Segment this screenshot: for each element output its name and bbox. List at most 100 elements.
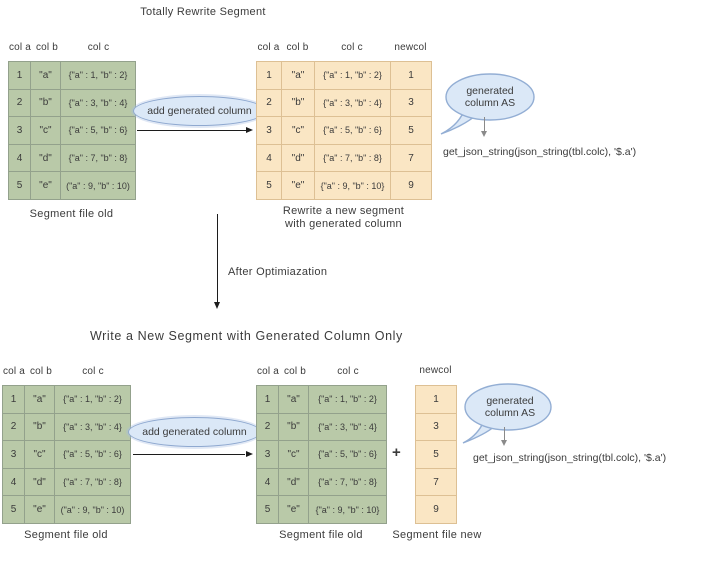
table-row: 1"a"{"a" : 1, "b" : 2}1 — [256, 61, 432, 90]
table-row: 4"d"{"a" : 7, "b" : 8} — [8, 143, 136, 173]
arrowhead-right-icon — [246, 451, 253, 457]
table-caption: Rewrite a new segment with generated col… — [256, 205, 431, 231]
table-cell: "a" — [278, 385, 309, 414]
table-cell: "a" — [30, 61, 61, 90]
segment-new-column-table: 1 3 5 7 9 — [415, 385, 457, 524]
table-cell: {"a" : 7, "b" : 8} — [54, 467, 131, 497]
callout-arrow-line — [484, 117, 485, 132]
table-cell: "b" — [278, 412, 309, 442]
segment-old-table-bottom-left: 1"a"{"a" : 1, "b" : 2} 2"b"{"a" : 3, "b"… — [2, 385, 131, 524]
table-cell: 9 — [415, 495, 457, 524]
column-header: col a — [2, 366, 26, 377]
table-row: 3"c"{"a" : 5, "b" : 6} — [2, 440, 131, 469]
column-headers-old-bottom-left: col a col b col c — [2, 366, 130, 377]
table-cell: "a" — [24, 385, 55, 414]
table-cell: 1 — [256, 61, 282, 90]
table-cell: "d" — [30, 143, 61, 173]
add-generated-column-bubble: add generated column — [133, 96, 266, 126]
table-cell: 5 — [8, 171, 31, 200]
table-caption: Segment file new — [392, 529, 482, 541]
table-cell: "c" — [281, 116, 315, 145]
column-headers-new-top: col a col b col c newcol — [256, 42, 431, 53]
column-headers-newcol: newcol — [415, 365, 456, 376]
column-header: col c — [87, 42, 110, 53]
table-cell: 1 — [2, 385, 25, 414]
column-header: col b — [286, 42, 309, 53]
table-cell: 3 — [2, 440, 25, 469]
bottom-title: Write a New Segment with Generated Colum… — [90, 329, 403, 343]
table-cell: {"a" : 5, "b" : 6} — [314, 116, 391, 145]
table-cell: {"a" : 9, "b" : 10} — [314, 171, 391, 200]
generated-column-callout-top: generated column AS — [437, 72, 537, 136]
table-row: 2"b"{"a" : 3, "b" : 4} — [8, 88, 136, 118]
table-cell: 1 — [8, 61, 31, 90]
table-row: 3"c"{"a" : 5, "b" : 6} — [8, 116, 136, 145]
table-row: 3 — [415, 412, 457, 442]
table-row: 2"b"{"a" : 3, "b" : 4}3 — [256, 88, 432, 118]
callout-line: generated — [486, 395, 534, 407]
bubble-label: add generated column — [142, 426, 247, 438]
table-cell: ("a" : 9, "b" : 10) — [60, 171, 136, 200]
callout-line: column AS — [464, 97, 516, 109]
column-header: col b — [283, 366, 307, 377]
table-cell: {"a" : 5, "b" : 6} — [54, 440, 131, 469]
table-cell: {"a" : 3, "b" : 4} — [54, 412, 131, 442]
table-row: 5"e"("a" : 9, "b" : 10) — [8, 171, 136, 200]
table-cell: "d" — [281, 143, 315, 173]
table-cell: 5 — [256, 171, 282, 200]
table-row: 1"a"{"a" : 1, "b" : 2} — [8, 61, 136, 90]
column-header: col b — [35, 42, 59, 53]
table-cell: 3 — [256, 116, 282, 145]
table-row: 2"b"{"a" : 3, "b" : 4} — [256, 412, 387, 442]
table-cell: {"a" : 7, "b" : 8} — [60, 143, 136, 173]
plus-sign: + — [392, 444, 401, 461]
table-cell: {"a" : 5, "b" : 6} — [308, 440, 387, 469]
table-cell: {"a" : 3, "b" : 4} — [308, 412, 387, 442]
table-cell: 5 — [256, 495, 279, 524]
table-cell: 3 — [8, 116, 31, 145]
table-caption: Segment file old — [279, 529, 363, 541]
table-cell: {"a" : 1, "b" : 2} — [60, 61, 136, 90]
segment-old-table-top: 1"a"{"a" : 1, "b" : 2} 2"b"{"a" : 3, "b"… — [8, 61, 136, 200]
table-cell: {"a" : 3, "b" : 4} — [314, 88, 391, 118]
table-cell: 3 — [256, 440, 279, 469]
table-row: 7 — [415, 467, 457, 497]
table-cell: 5 — [390, 116, 432, 145]
table-cell: 2 — [256, 88, 282, 118]
flow-arrowhead-down-icon — [214, 302, 220, 309]
generated-column-callout-bottom: generated column AS — [457, 382, 557, 446]
table-row: 5 — [415, 440, 457, 469]
table-cell: {"a" : 1, "b" : 2} — [308, 385, 387, 414]
segment-new-table: 1"a"{"a" : 1, "b" : 2}1 2"b"{"a" : 3, "b… — [256, 61, 432, 200]
callout-arrow-line — [504, 427, 505, 441]
generated-column-expression: get_json_string(json_string(tbl.colc), '… — [473, 452, 667, 464]
table-caption: Segment file old — [24, 529, 108, 541]
table-row: 3"c"{"a" : 5, "b" : 6}5 — [256, 116, 432, 145]
column-header: newcol — [394, 42, 427, 53]
table-cell: 7 — [415, 467, 457, 497]
table-cell: {"a" : 7, "b" : 8} — [314, 143, 391, 173]
table-cell: 3 — [390, 88, 432, 118]
table-cell: "a" — [281, 61, 315, 90]
column-header: col a — [257, 42, 280, 53]
table-row: 5"e"{"a" : 9, "b" : 10}9 — [256, 171, 432, 200]
column-header: col b — [29, 366, 53, 377]
column-header: col a — [256, 366, 280, 377]
table-cell: {"a" : 1, "b" : 2} — [314, 61, 391, 90]
table-cell: {"a" : 3, "b" : 4} — [60, 88, 136, 118]
table-caption: Segment file old — [29, 208, 114, 220]
table-cell: "c" — [24, 440, 55, 469]
table-cell: 2 — [2, 412, 25, 442]
table-cell: {"a" : 1, "b" : 2} — [54, 385, 131, 414]
table-cell: 4 — [256, 143, 282, 173]
table-cell: 7 — [390, 143, 432, 173]
segment-old-table-bottom-right: 1"a"{"a" : 1, "b" : 2} 2"b"{"a" : 3, "b"… — [256, 385, 387, 524]
callout-arrowhead-down-icon — [501, 440, 507, 446]
speech-bubble-icon — [440, 73, 535, 135]
flow-arrow-line — [217, 214, 219, 303]
column-header: col c — [337, 366, 359, 377]
arrowhead-right-icon — [246, 127, 253, 133]
speech-bubble-icon — [462, 383, 552, 444]
table-cell: 5 — [2, 495, 25, 524]
